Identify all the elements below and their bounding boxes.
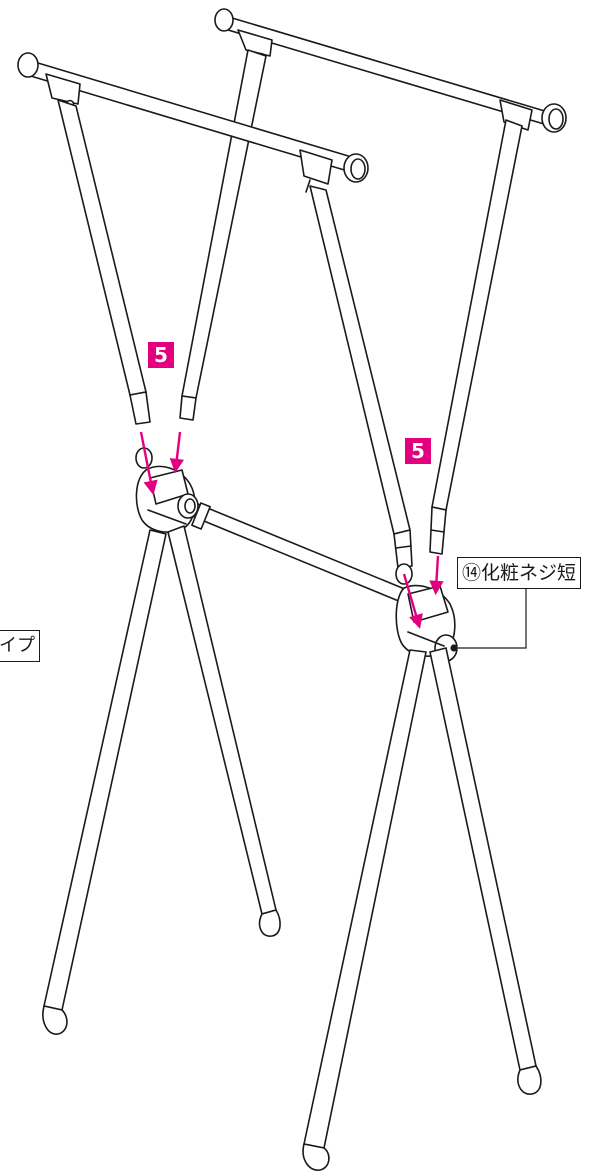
back-right-upper-leg	[431, 119, 523, 511]
callout-cosmetic-screw-short: ⑭化粧ネジ短	[457, 557, 582, 589]
front-left-upper-leg	[57, 99, 147, 396]
connecting-bar	[181, 499, 413, 605]
left-hinge	[135, 447, 199, 533]
step-badge-left: 5	[148, 342, 174, 368]
step-badge-right: 5	[405, 438, 431, 464]
front-top-bar	[17, 52, 369, 193]
callout-pipe-partial: イプ	[0, 630, 40, 662]
back-left-upper-leg	[181, 49, 267, 399]
arrow-left-a	[139, 431, 158, 496]
front-right-upper-leg	[309, 185, 411, 535]
arrow-right-b	[429, 555, 444, 596]
arrow-right-a	[402, 573, 423, 629]
callout-leader	[458, 588, 527, 649]
back-top-bar	[214, 8, 567, 133]
right-lower-leg-b	[429, 647, 537, 1071]
arrow-left-b	[169, 431, 184, 474]
right-lower-leg-a	[303, 649, 427, 1149]
left-lower-leg-b	[167, 525, 277, 915]
insert-arrows	[139, 431, 444, 629]
left-lower-leg-a	[43, 529, 167, 1011]
